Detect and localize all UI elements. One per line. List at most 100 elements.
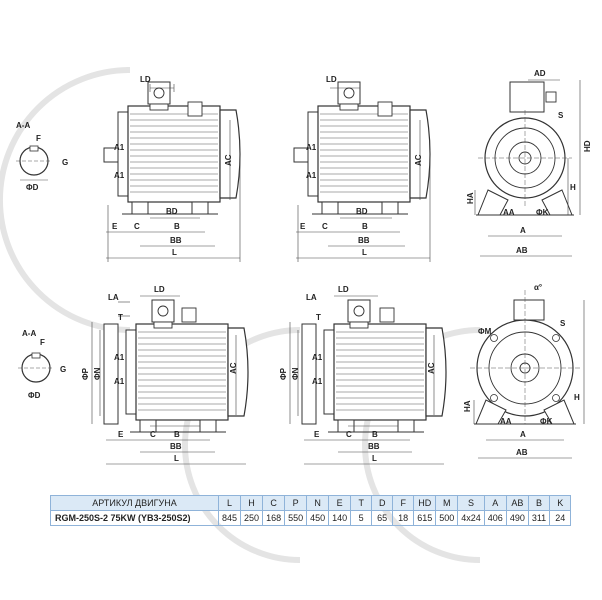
value-H: 250	[240, 510, 264, 526]
col-C: C	[262, 495, 286, 511]
dimension-label-AA: AA	[503, 208, 515, 217]
dimension-label-L: L	[362, 248, 367, 257]
dimension-label-LA: LA	[306, 293, 317, 302]
spec-value-row: RGM-250S-2 75KW (YB3-250S2) 845 250 168 …	[50, 510, 572, 526]
dimension-label-B: B	[362, 222, 368, 231]
dimension-label-S: S	[558, 111, 564, 120]
dimension-label-B: B	[372, 430, 378, 439]
value-L: 845	[217, 510, 242, 526]
value-P: 550	[284, 510, 308, 526]
col-HD: HD	[413, 495, 437, 511]
dimension-label-A: A	[520, 226, 526, 235]
dimension-label-T: T	[316, 313, 321, 322]
dimension-label-K: ΦK	[540, 417, 553, 426]
end-view-bottom	[470, 290, 580, 425]
article-header: АРТИКУЛ ДВИГУНА	[50, 495, 219, 511]
dimension-label-D: ΦD	[26, 183, 39, 192]
dimension-label-LD: LD	[326, 75, 337, 84]
value-D: 65	[371, 510, 394, 526]
dimension-label-AB: AB	[516, 448, 528, 457]
dimension-label-A1: A1	[114, 143, 125, 152]
dimension-label-H: H	[570, 183, 576, 192]
col-N: N	[306, 495, 330, 511]
dimension-label-T: T	[118, 313, 123, 322]
col-E: E	[328, 495, 352, 511]
dimension-label-C: C	[346, 430, 352, 439]
dimension-label-HA: HA	[463, 400, 472, 412]
dimension-label-A1: A1	[312, 377, 323, 386]
value-M: 500	[435, 510, 459, 526]
dimension-label-E: E	[300, 222, 306, 231]
value-C: 168	[262, 510, 286, 526]
dimension-label-L: L	[372, 454, 377, 463]
dimension-label-AC: AC	[414, 154, 423, 166]
side-view-bottom-middle	[301, 299, 447, 433]
dimension-label-AD: AD	[534, 69, 546, 78]
dimension-label-G: G	[60, 365, 66, 374]
dimension-label-HD: HD	[583, 140, 592, 152]
dimension-label-D: ΦD	[28, 391, 41, 400]
value-HD: 615	[413, 510, 437, 526]
dimension-label-A1: A1	[114, 377, 125, 386]
dimension-label-G: G	[62, 158, 68, 167]
col-S: S	[457, 495, 485, 511]
col-H: H	[240, 495, 264, 511]
dimension-label-alpha: α°	[534, 283, 542, 292]
col-M: M	[435, 495, 459, 511]
dimension-label-E: E	[118, 430, 124, 439]
dimension-label-AC: AC	[427, 362, 436, 374]
dimension-label-BD: BD	[166, 207, 178, 216]
dimension-label-H: H	[574, 393, 580, 402]
dimension-label-LD: LD	[338, 285, 349, 294]
dimension-label-A: A	[520, 430, 526, 439]
side-view-bottom-left	[103, 299, 249, 433]
value-AB: 490	[505, 510, 529, 526]
col-AB: AB	[505, 495, 529, 511]
dimension-label-LD: LD	[154, 285, 165, 294]
side-view-top-middle	[293, 81, 431, 215]
article-value: RGM-250S-2 75KW (YB3-250S2)	[50, 510, 219, 526]
value-S: 4x24	[457, 510, 485, 526]
dimension-label-section: A-A	[16, 121, 30, 130]
dimension-label-C: C	[150, 430, 156, 439]
dimension-label-A1: A1	[306, 171, 317, 180]
dimension-label-E: E	[314, 430, 320, 439]
dimension-label-L: L	[174, 454, 179, 463]
col-T: T	[350, 495, 373, 511]
dimension-label-F: F	[40, 338, 45, 347]
section-aa-bottom: A-A F G ΦD	[18, 329, 66, 400]
dimension-label-section: A-A	[22, 329, 36, 338]
dimension-label-C: C	[322, 222, 328, 231]
end-view-top	[476, 81, 574, 216]
dimension-label-F: F	[36, 134, 41, 143]
dimension-label-BD: BD	[356, 207, 368, 216]
value-E: 140	[328, 510, 352, 526]
dimension-label-A1: A1	[306, 143, 317, 152]
dimension-label-BB: BB	[368, 442, 380, 451]
dimension-label-L: L	[172, 248, 177, 257]
dimension-label-AC: AC	[224, 154, 233, 166]
dimension-label-AB: AB	[516, 246, 528, 255]
dimension-label-AA: AA	[500, 417, 512, 426]
dimension-label-A1: A1	[114, 171, 125, 180]
dimension-label-LD: LD	[140, 75, 151, 84]
dimension-label-B: B	[174, 222, 180, 231]
col-F: F	[392, 495, 415, 511]
dimension-label-BB: BB	[170, 442, 182, 451]
dimension-label-BB: BB	[170, 236, 182, 245]
value-K: 24	[549, 510, 572, 526]
value-T: 5	[350, 510, 373, 526]
dimension-label-S: S	[560, 319, 566, 328]
value-B: 311	[527, 510, 551, 526]
dimension-label-LA: LA	[108, 293, 119, 302]
dimension-label-N: ΦN	[93, 367, 102, 380]
dimension-label-M: ΦM	[478, 327, 492, 336]
dimension-label-B: B	[174, 430, 180, 439]
col-B: B	[527, 495, 551, 511]
spec-header-row: АРТИКУЛ ДВИГУНА L H C P N E T D F HD M S…	[50, 495, 572, 511]
col-L: L	[217, 495, 242, 511]
col-K: K	[549, 495, 572, 511]
col-D: D	[371, 495, 394, 511]
dimension-label-BB: BB	[358, 236, 370, 245]
